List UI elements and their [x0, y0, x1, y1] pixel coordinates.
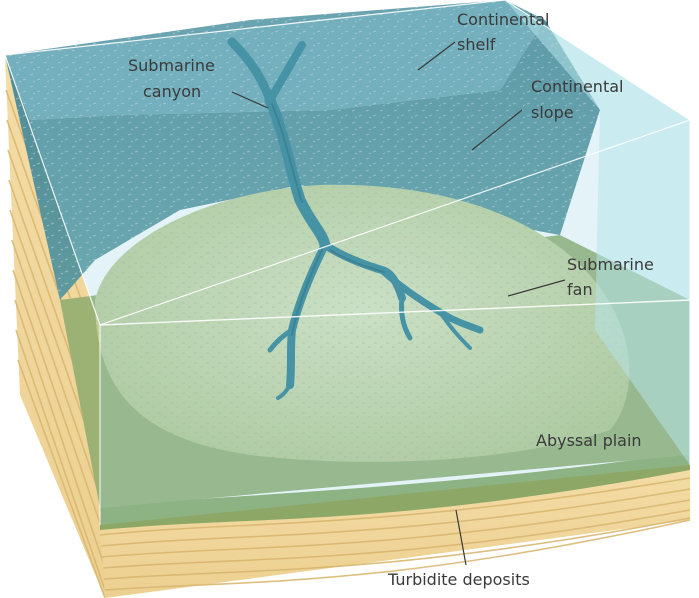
- label-turbidite-deposits: Turbidite deposits: [387, 570, 530, 589]
- label-abyssal-plain: Abyssal plain: [536, 431, 642, 450]
